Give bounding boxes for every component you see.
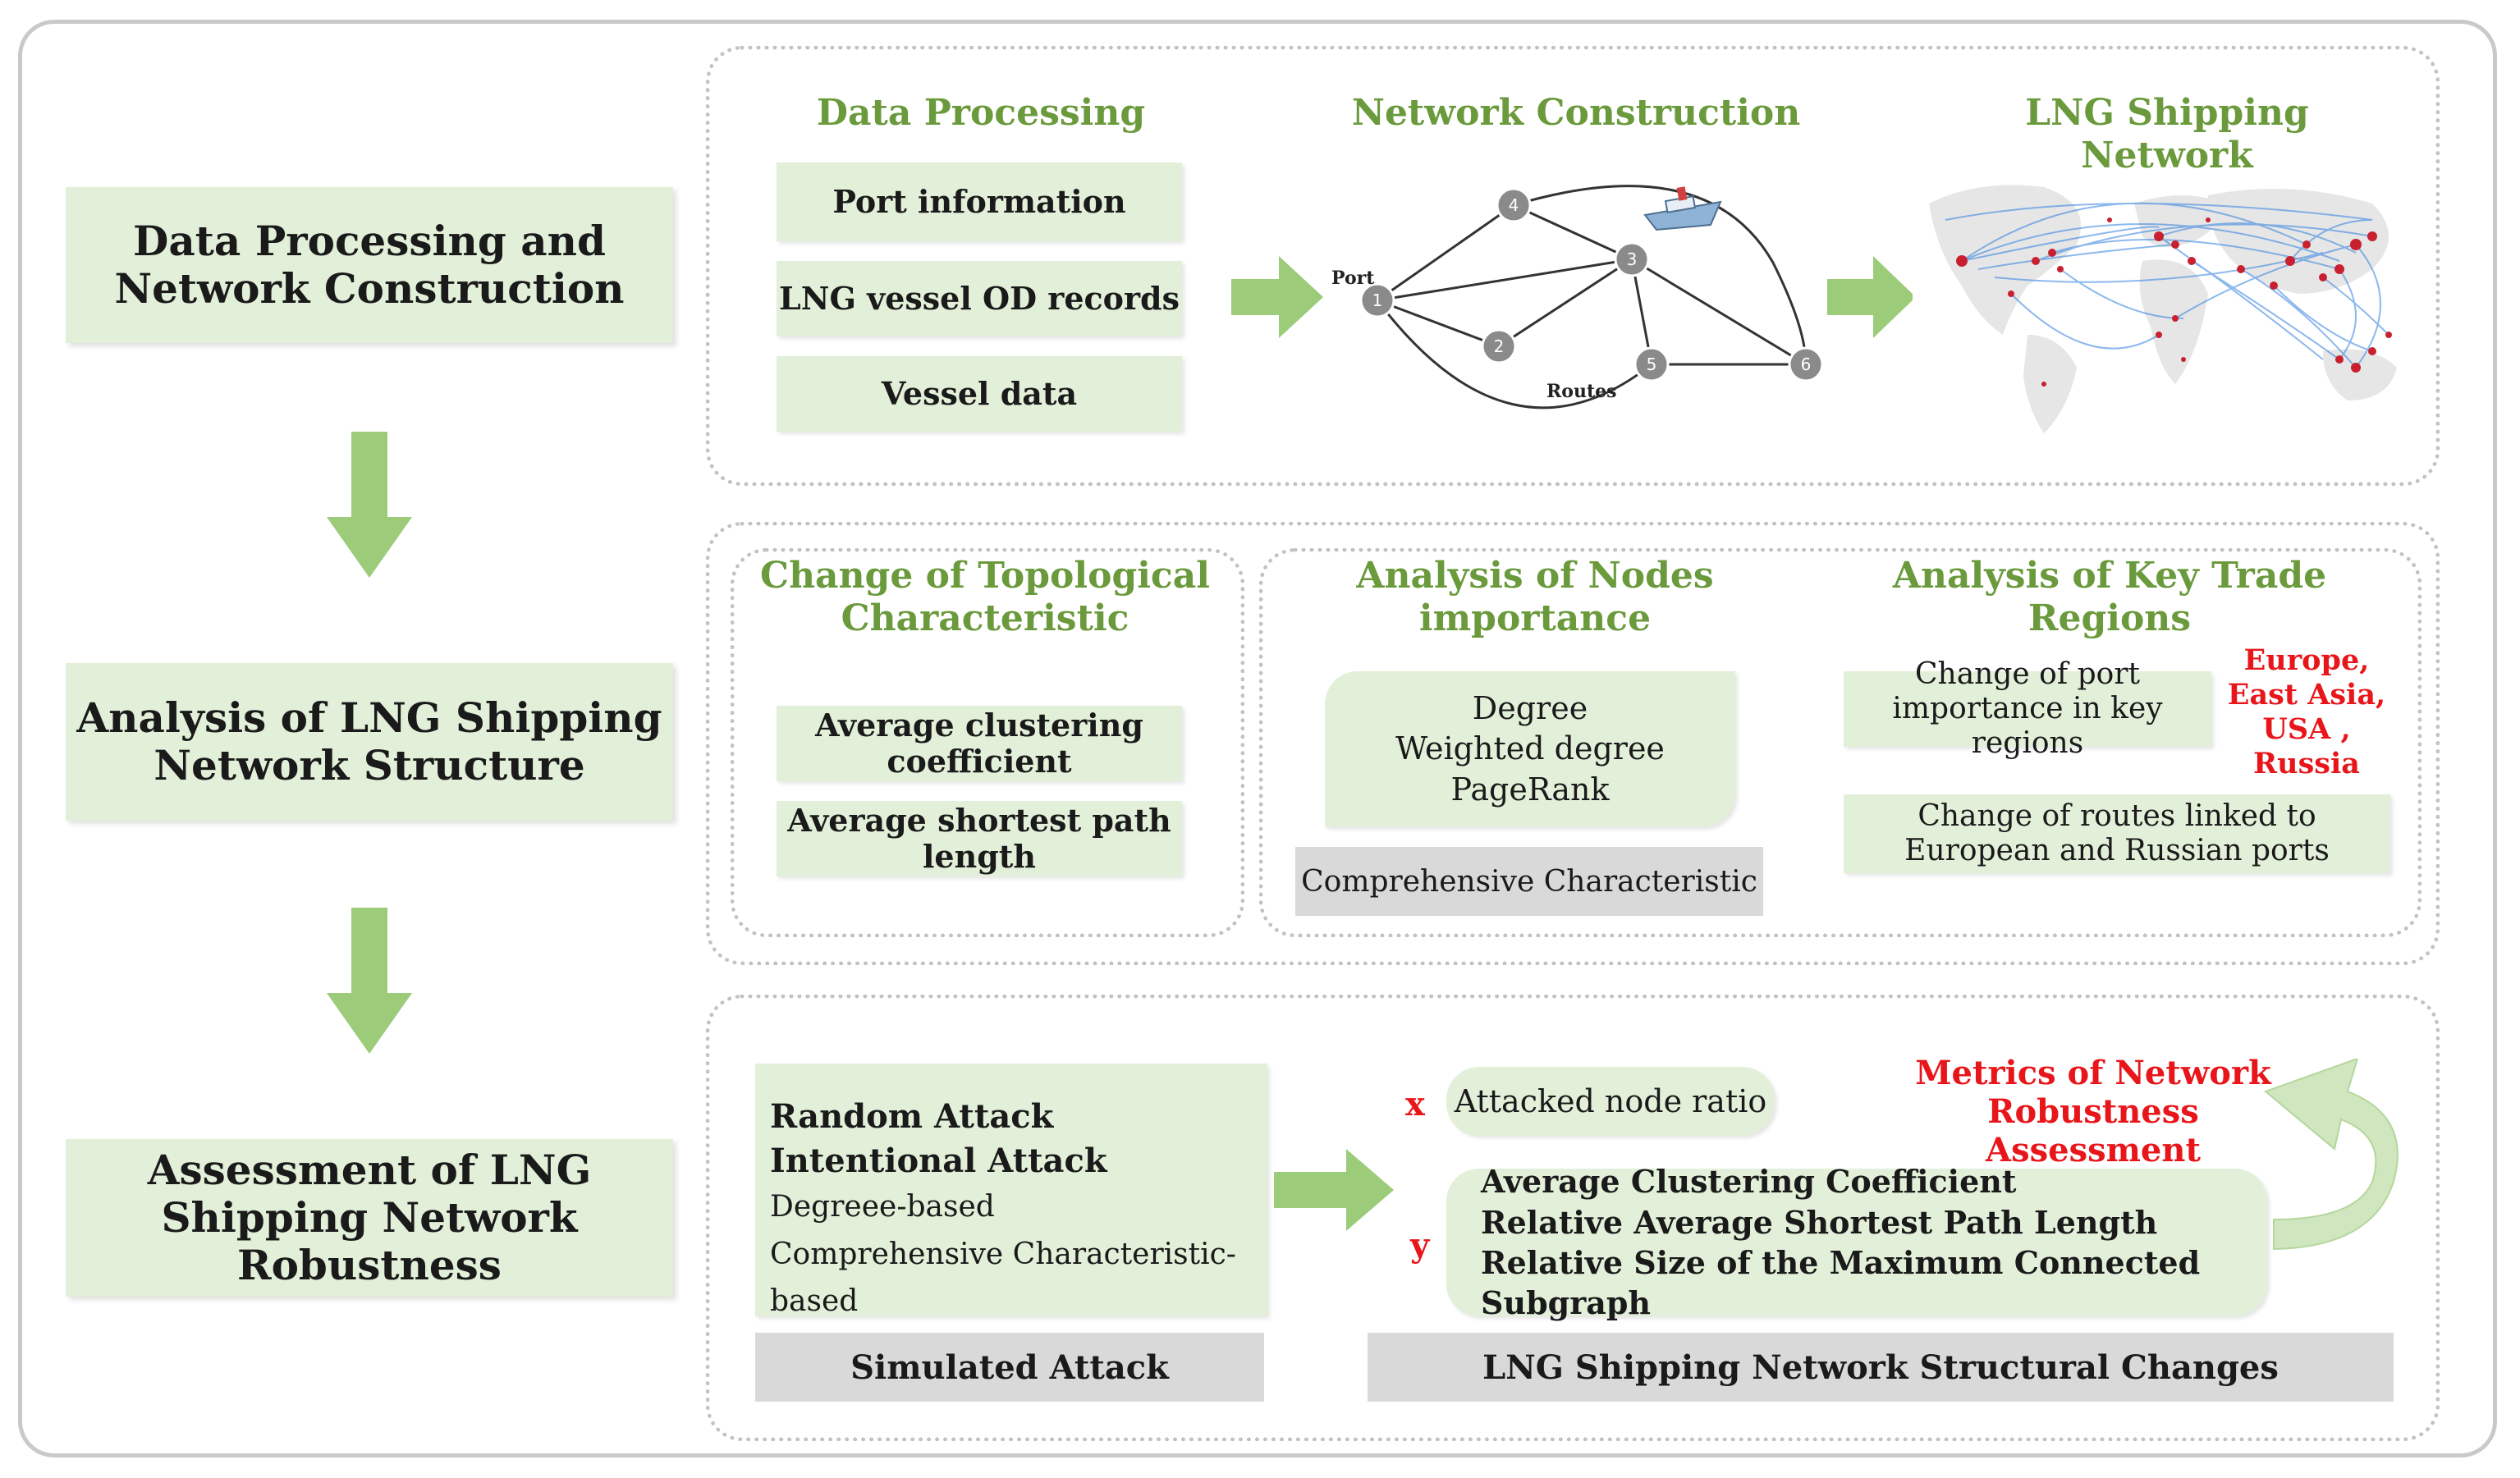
od-records-box: LNG vessel OD records (777, 261, 1182, 336)
regions-list: Europe, East Asia, USA , Russia (2227, 643, 2386, 780)
nodes-importance-title: Analysis of Nodes importance (1356, 555, 1714, 639)
row1-panel (706, 46, 2440, 486)
routes-change-box: Change of routes linked to European and … (1844, 794, 2390, 873)
graph-node-label: 4 (1509, 195, 1519, 215)
lng-network-title: LNG Shipping Network (2025, 92, 2309, 176)
topological-title: Change of Topological Characteristic (760, 555, 1210, 639)
graph-node (1481, 328, 1517, 364)
graph-node-label: 2 (1494, 336, 1505, 356)
right-arrow-icon (1231, 256, 1323, 338)
graph-node (1788, 346, 1824, 382)
data-processing-title: Data Processing (816, 92, 1146, 134)
attack-box: Random Attack Intentional Attack Degreee… (755, 1064, 1267, 1318)
degree-based-text: Degreee-based (770, 1190, 995, 1224)
x-label: x (1405, 1085, 1425, 1123)
graph-node-label: 6 (1801, 355, 1812, 374)
comprehensive-characteristic-box: Comprehensive Characteristic (1295, 847, 1763, 916)
y-axis-box: Average Clustering Coefficient Relative … (1446, 1163, 2267, 1321)
row2-panel (706, 522, 2440, 965)
graph-node (1359, 282, 1395, 318)
stage-robustness: Assessment of LNG Shipping Network Robus… (66, 1139, 673, 1297)
stage-network-structure: Analysis of LNG Shipping Network Structu… (66, 663, 673, 821)
comprehensive-based-text: Comprehensive Characteristic-based (770, 1237, 1236, 1319)
network-graph: 1 2 3 4 5 6 Port Routes (1331, 185, 1824, 410)
graph-node (1614, 241, 1650, 277)
graph-node (1633, 346, 1670, 382)
structural-changes-box: LNG Shipping Network Structural Changes (1368, 1333, 2394, 1402)
stage-data-processing: Data Processing and Network Construction (66, 187, 673, 343)
curved-arrow-icon (2264, 1059, 2399, 1251)
row3-panel (706, 995, 2440, 1441)
graph-node-label: 3 (1627, 249, 1638, 269)
x-axis-box: Attacked node ratio (1446, 1067, 1775, 1136)
avg-clustering-box: Average clustering coefficient (777, 706, 1182, 781)
key-regions-title: Analysis of Key Trade Regions (1892, 555, 2327, 639)
y-label: y (1410, 1226, 1430, 1265)
port-information-box: Port information (777, 162, 1182, 241)
routes-label: Routes (1546, 381, 1617, 402)
network-construction-title: Network Construction (1351, 92, 1801, 134)
simulated-attack-box: Simulated Attack (755, 1333, 1264, 1402)
pagerank-text: PageRank (1450, 771, 1610, 808)
graph-node-label: 5 (1647, 355, 1657, 374)
right-arrow-icon (1827, 256, 1916, 338)
node-metrics-box: Degree Weighted degree PageRank (1325, 671, 1735, 827)
vessel-data-box: Vessel data (777, 356, 1182, 432)
down-arrow-icon (327, 432, 412, 578)
port-importance-box: Change of port importance in key regions (1844, 657, 2211, 760)
ship-icon (1643, 186, 1722, 231)
weighted-degree-text: Weighted degree (1395, 730, 1665, 767)
intentional-attack-text: Intentional Attack (770, 1142, 1107, 1180)
metrics-title: Metrics of Network Robustness Assessment (1915, 1054, 2271, 1170)
degree-text: Degree (1472, 689, 1588, 726)
topological-panel (731, 548, 1244, 937)
outer-frame (18, 20, 2497, 1457)
world-map-image (1913, 171, 2421, 442)
down-arrow-icon (327, 908, 412, 1054)
right-arrow-icon (1274, 1149, 1394, 1231)
avg-shortest-path-box: Average shortest path length (777, 801, 1182, 876)
nodes-regions-panel (1259, 548, 2421, 937)
graph-node (1496, 187, 1532, 223)
graph-node-label: 1 (1372, 291, 1383, 310)
port-label: Port (1331, 268, 1375, 289)
random-attack-text: Random Attack (770, 1097, 1054, 1136)
